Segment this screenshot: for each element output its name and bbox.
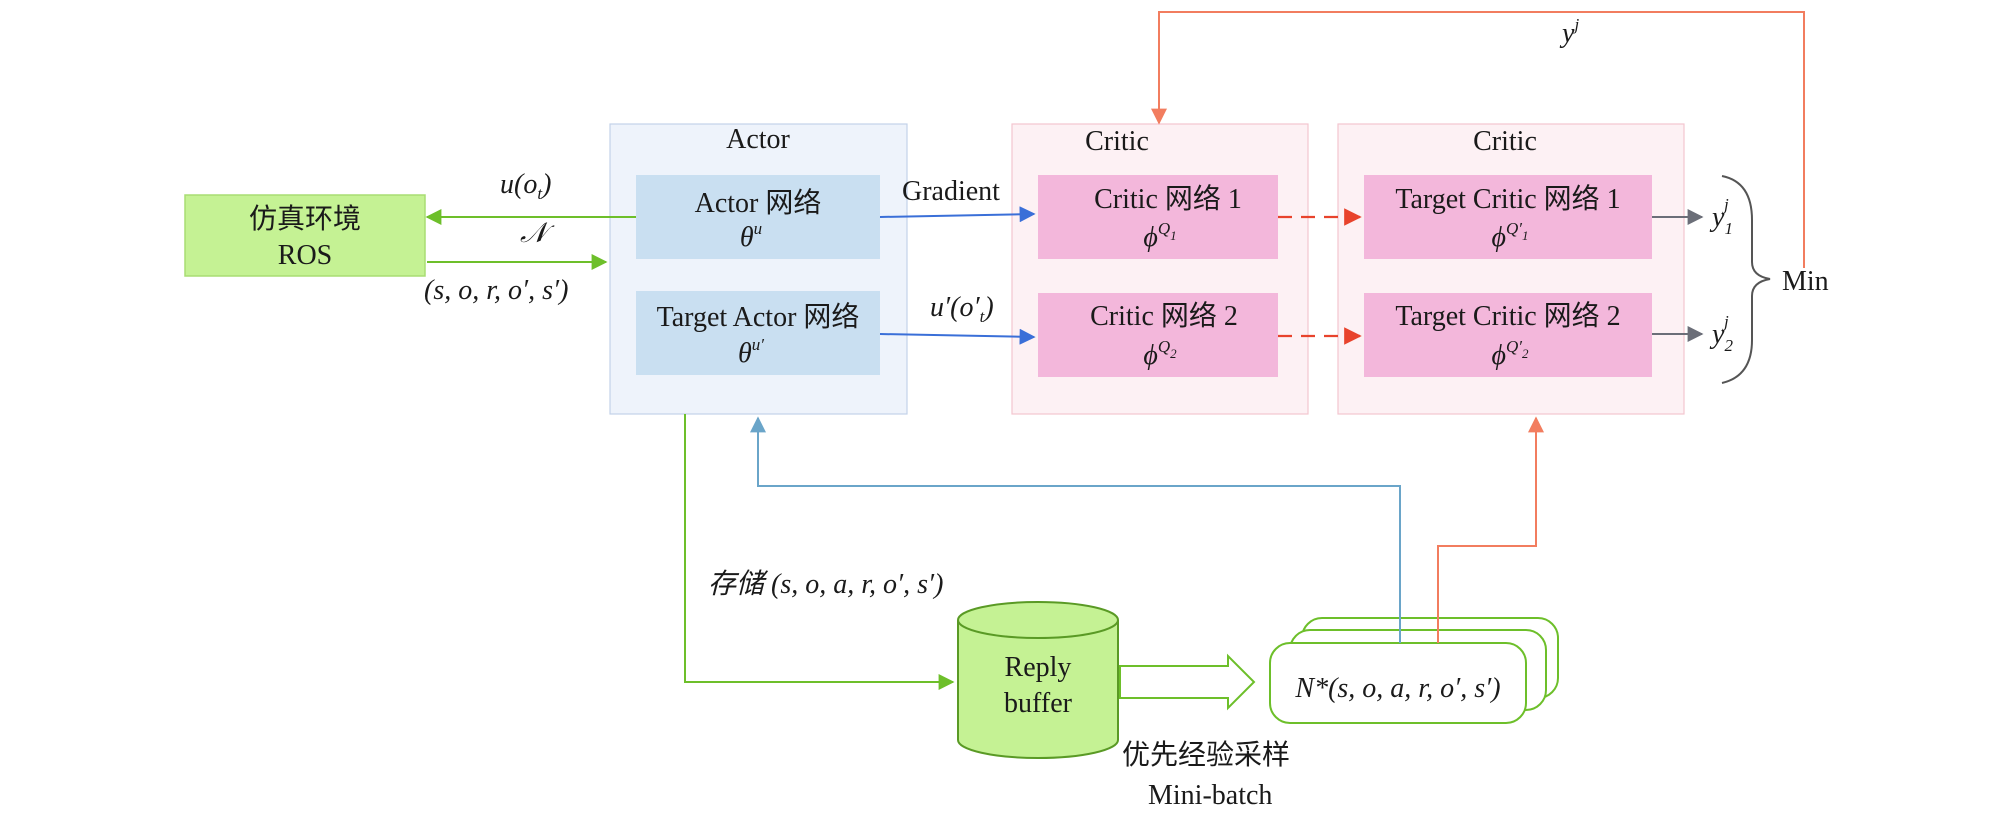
critic-network-1-label: Critic 网络 1 [1094,183,1242,215]
sampling-label-en: Mini-batch [1148,780,1272,811]
target-critic-network-2-box [1364,293,1652,377]
critic-network-2-box [1038,293,1278,377]
env-node: 仿真环境 ROS [184,194,426,277]
replay-buffer-node: Reply buffer [957,601,1119,759]
store-link: 存储 (s, o, a, r, o′, s′) [684,414,955,690]
store-arrow [684,414,955,690]
replay-buffer-label-2: buffer [1004,688,1073,719]
y1-label: y1j [1709,195,1733,238]
target-critic-network-2-label: Target Critic 网络 2 [1395,300,1620,332]
replay-buffer-label-1: Reply [1005,652,1072,683]
env-label-ros: ROS [278,240,332,271]
critic-panel-1: Critic Critic 网络 1 ϕQ1 Critic 网络 2 ϕQ2 [1011,123,1309,415]
critic-panel-2: Critic Target Critic 网络 1 ϕQ′1 Target Cr… [1337,123,1685,415]
target-action-arrow [879,328,1036,345]
env-box [184,194,426,277]
env-label-zh: 仿真环境 [249,203,361,235]
actor-panel-title: Actor [726,124,790,155]
critic-panel-1-title: Critic [1085,126,1149,157]
gradient-label: Gradient [902,176,1000,207]
target-critic-network-1-box [1364,175,1652,259]
actor-network-node: Actor 网络 θu [636,175,880,259]
store-label: 存储 (s, o, a, r, o′, s′) [708,569,944,600]
critic-network-1-box [1038,175,1278,259]
replay-buffer-body [957,620,1119,759]
target-critic-network-1-label: Target Critic 网络 1 [1395,183,1620,215]
critic-network-2-node: Critic 网络 2 ϕQ2 [1038,293,1278,377]
actor-critic-links: Gradient u′(o′t) [879,176,1036,345]
target-actor-network-node: Target Actor 网络 θu′ [636,291,880,375]
gradient-arrow [879,206,1036,223]
critic-network-2-param: ϕQ2 [1143,337,1177,371]
min-label: Min [1782,266,1829,297]
actor-network-param: θu [740,219,762,253]
env-actor-links: u(ot) 𝒩 (s, o, r, o′, s′) [424,169,636,306]
noise-label: 𝒩 [520,218,555,249]
sampling-label-zh: 优先经验采样 [1122,739,1290,771]
target-actor-network-param: θu′ [738,335,764,369]
critic-network-1-param: ϕQ1 [1143,219,1176,253]
actor-network-box [636,175,880,259]
critic-network-1-node: Critic 网络 1 ϕQ1 [1038,175,1278,259]
yj-label: yj [1559,15,1579,49]
critic-panel-2-title: Critic [1473,126,1537,157]
target-critic-network-1-node: Target Critic 网络 1 ϕQ′1 [1364,175,1652,259]
critic-network-2-label: Critic 网络 2 [1090,300,1238,332]
mini-batch-label: N*(s, o, a, r, o′, s′) [1294,673,1500,704]
target-critic-network-1-param: ϕQ′1 [1492,219,1529,253]
target-critic-network-2-param: ϕQ′2 [1492,337,1530,371]
mini-batch-stack: N*(s, o, a, r, o′, s′) [1269,617,1559,724]
sampling-arrow [1119,653,1256,711]
actor-network-label: Actor 网络 [695,187,822,219]
actor-panel: Actor Actor 网络 θu Target Actor 网络 θu′ [609,123,908,415]
yj-feedback-line [1151,11,1805,268]
critic-target-links [1278,208,1362,345]
target-action-label: u′(o′t) [930,292,994,326]
action-label: u(ot) [500,169,551,203]
target-critic-network-2-node: Target Critic 网络 2 ϕQ′2 [1364,293,1652,377]
target-actor-network-box [636,291,880,375]
mini-batch-card-front [1269,642,1527,724]
min-brace [1721,175,1771,384]
batch-to-critic-arrow [1437,416,1544,643]
outputs: y1j y2j Min yj [1151,11,1829,384]
target-actor-network-label: Target Actor 网络 [657,301,860,333]
replay-buffer-top [957,601,1119,639]
y2-label: y2j [1709,312,1733,355]
batch-to-actor-arrow [750,416,1401,643]
transition-label: (s, o, r, o′, s′) [424,275,568,306]
